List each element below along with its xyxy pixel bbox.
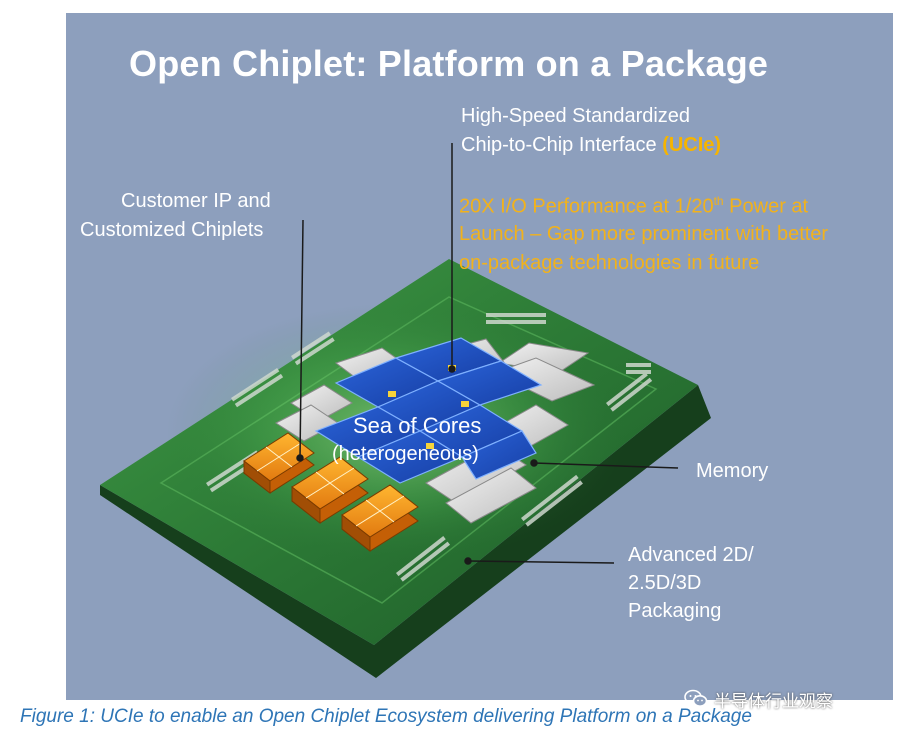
packaging-label-line3: Packaging [628, 600, 722, 622]
interface-label-line1: High-Speed Standardized [461, 105, 691, 127]
memory-die-3 [445, 467, 537, 524]
packaging-label-line1: Advanced 2D/ [628, 544, 754, 566]
ucie-highlight: (UCIe) [662, 134, 722, 156]
slide-title: Open Chiplet: Platform on a Package [129, 43, 769, 84]
packaging-label-line2: 2.5D/3D [628, 572, 702, 594]
customer-label-line1: Customer IP and [121, 190, 271, 212]
wechat-icon [684, 689, 708, 707]
slide: Open Chiplet: Platform on a Package High… [66, 13, 893, 700]
performance-suffix: Power at [723, 195, 809, 218]
memory-leader [533, 462, 679, 469]
memory-label: Memory [696, 460, 769, 482]
watermark: 半导体行业观察 [684, 686, 884, 712]
interface-label-prefix: Chip-to-Chip Interface [461, 134, 663, 156]
chiplet-2 [291, 456, 369, 525]
io-die-right [492, 357, 596, 402]
watermark-text: 半导体行业观察 [714, 691, 833, 712]
customer-leader [299, 219, 304, 459]
customer-chiplets [243, 432, 419, 553]
customer-label-line2: Customized Chiplets [80, 219, 264, 241]
figure-caption: Figure 1: UCIe to enable an Open Chiplet… [20, 706, 752, 727]
chiplet-3 [341, 484, 419, 553]
performance-note-line2: Launch – Gap more prominent with better [459, 223, 829, 245]
leader-lines [296, 143, 679, 565]
packaging-leader [467, 560, 615, 564]
core-label-line1: Sea of Cores [353, 413, 482, 438]
performance-note-line1: 20X I/O Performance at 1/20th Power at [459, 194, 808, 219]
package-illustration [100, 143, 711, 678]
interface-label-line2: Chip-to-Chip Interface (UCIe) [461, 134, 721, 157]
core-label-line2: (heterogeneous) [332, 443, 479, 465]
performance-note-line3: on-package technologies in future [459, 252, 760, 274]
performance-superscript: th [713, 194, 724, 208]
sea-of-cores [314, 337, 543, 484]
performance-prefix: 20X I/O Performance at 1/20 [459, 195, 714, 218]
